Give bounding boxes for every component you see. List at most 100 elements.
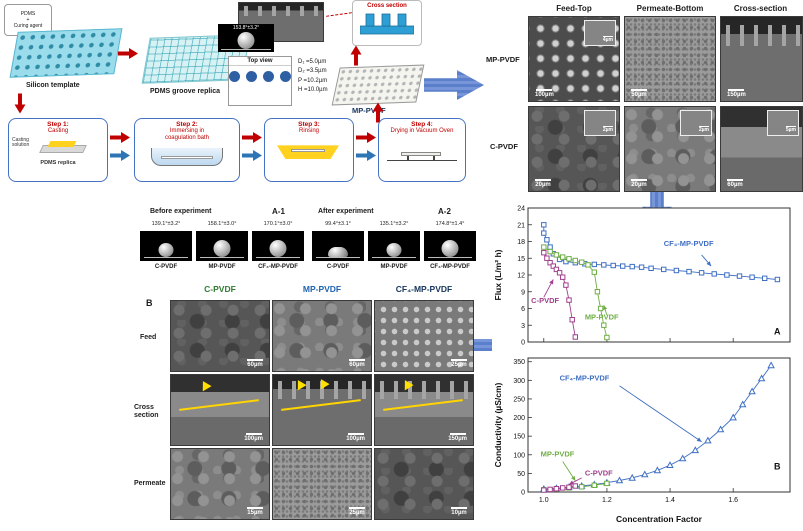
top-view-box: Top view: [228, 56, 292, 106]
svg-text:MP-PVDF: MP-PVDF: [541, 450, 575, 459]
svg-text:1.0: 1.0: [539, 497, 549, 504]
top-view-pillars-icon: [229, 66, 291, 82]
scale-bar: 150µm: [727, 92, 746, 98]
col-header-permeate-bottom: Permeate-Bottom: [636, 4, 704, 13]
step-1-box: Step 1: Casting Casting solution PDMS re…: [8, 118, 108, 182]
flow-arrow-right-icon: [424, 70, 484, 100]
step-1-title: Step 1:: [47, 121, 69, 128]
panel-a1-label: A-1: [272, 207, 285, 216]
sem-inset: 2µm: [584, 110, 616, 136]
contact-angle-value: 174.8°±1.4°: [435, 221, 465, 227]
mp-pvdf-membrane-image: [331, 64, 425, 106]
drying-illustration: [381, 137, 463, 167]
yellow-line-annotation: [179, 399, 260, 412]
contact-angle-value: 135.1°±3.2°: [379, 221, 409, 227]
svg-text:50: 50: [517, 471, 525, 478]
scale-bar: 60µm: [727, 182, 743, 188]
svg-text:Concentration Factor: Concentration Factor: [616, 514, 703, 524]
contact-angle-image: 153.8°±3.2°: [218, 24, 274, 52]
svg-text:B: B: [774, 462, 781, 472]
b-row-label-feed: Feed: [140, 334, 157, 341]
sample-label: CF₄-MP-PVDF: [430, 264, 470, 270]
b-permeate-mp-pvdf-image: 25µm: [272, 448, 372, 520]
b-col-header-cf4-mp-pvdf: CF₄-MP-PVDF: [395, 284, 453, 294]
svg-text:0: 0: [521, 490, 525, 497]
scale-bar: 100µm: [535, 92, 554, 98]
svg-text:12: 12: [517, 273, 525, 280]
rinsing-illustration: [267, 137, 351, 167]
contact-angle-value: 158.1°±3.0°: [207, 221, 237, 227]
dim-h: H =10.0µm: [298, 86, 328, 93]
contact-angle-value: 170.1°±3.0°: [263, 221, 293, 227]
step-arrow-blue-icon: [110, 150, 130, 161]
step-3-body: Rinsing: [298, 128, 319, 135]
svg-text:300: 300: [513, 378, 525, 385]
casting-solution-blob: [47, 141, 77, 148]
b-col-header-c-pvdf: C-PVDF: [204, 284, 236, 294]
scale-bar: 150µm: [448, 436, 467, 442]
scale-bar: 25µm: [349, 510, 365, 516]
casting-illustration: Casting solution PDMS replica: [11, 137, 105, 167]
down-arrow-icon: [15, 94, 26, 114]
sem-inset: 2µm: [680, 110, 712, 136]
svg-text:21: 21: [517, 222, 525, 229]
sem-mp-permeate-image: 50µm: [624, 16, 716, 102]
svg-text:Conductivity (µS/cm): Conductivity (µS/cm): [493, 382, 503, 467]
svg-text:350: 350: [513, 359, 525, 366]
dashed-arrow-icon: [326, 12, 352, 17]
svg-text:CF₄-MP-PVDF: CF₄-MP-PVDF: [560, 373, 610, 382]
mp-pvdf-membrane-label: MP-PVDF: [352, 106, 386, 115]
droplet-image: [424, 231, 476, 261]
svg-text:0: 0: [521, 340, 525, 347]
membrane-in-bath: [161, 156, 213, 160]
dried-membrane: [401, 152, 441, 157]
step-2-title: Step 2:: [176, 121, 198, 128]
pillar-dimensions: D₁ =5.0µm D₂ =3.5µm P =10.2µm H =10.0µm: [298, 58, 328, 95]
contact-angle-value: 153.8°±3.2°: [232, 25, 260, 31]
step-arrow-red-icon: [242, 132, 262, 143]
dim-d2: D₂ =3.5µm: [298, 68, 327, 75]
svg-text:9: 9: [521, 289, 525, 296]
step-3-title: Step 3:: [298, 121, 320, 128]
droplet-image: [196, 231, 248, 261]
scale-bar: 20µm: [631, 182, 647, 188]
casting-solution-label: Casting solution: [12, 137, 30, 149]
svg-text:250: 250: [513, 396, 525, 403]
scale-bar: 100µm: [346, 436, 365, 442]
b-feed-c-pvdf-image: 60µm: [170, 300, 270, 372]
svg-text:200: 200: [513, 415, 525, 422]
step-2-body: Immersing in coagulation bath: [164, 128, 210, 142]
yellow-line-annotation: [281, 399, 362, 412]
b-cross-c-pvdf-image: 100µm: [170, 374, 270, 446]
step-arrow-red-icon: [110, 132, 130, 143]
sample-label: C-PVDF: [154, 264, 178, 270]
yellow-arrow-icon: [198, 381, 212, 395]
inset-scale: 2µm: [698, 127, 709, 133]
svg-text:1.2: 1.2: [602, 497, 612, 504]
svg-text:Flux (L/m² h): Flux (L/m² h): [493, 249, 503, 300]
svg-text:100: 100: [513, 452, 525, 459]
row-label-mp-pvdf: MP-PVDF: [486, 55, 520, 64]
step-4-body: Drying in Vacuum Oven: [390, 128, 454, 135]
svg-text:18: 18: [517, 239, 525, 246]
b-permeate-c-pvdf-image: 15µm: [170, 448, 270, 520]
sem-c-permeate-image: 2µm 20µm: [624, 106, 716, 192]
step-arrow-blue-icon: [242, 150, 262, 161]
up-arrow-icon: [351, 46, 362, 66]
panel-a2-label: A-2: [438, 207, 451, 216]
scale-bar: 20µm: [535, 182, 551, 188]
panel-b-label: B: [146, 298, 153, 308]
step-4-box: Step 4: Drying in Vacuum Oven: [378, 118, 466, 182]
sem-mp-feed-image: 4µm 100µm: [528, 16, 620, 102]
groove-replica-label: PDMS groove replica: [150, 88, 221, 95]
b-row-label-permeate: Permeate: [134, 480, 166, 487]
svg-text:A: A: [774, 327, 781, 337]
droplet-baseline: [221, 49, 271, 50]
dim-d1: D₁ =5.0µm: [298, 59, 327, 65]
scale-bar: 100µm: [244, 436, 263, 442]
sample-label: MP-PVDF: [208, 264, 236, 270]
svg-text:15: 15: [517, 256, 525, 263]
svg-text:24: 24: [517, 206, 525, 213]
droplet-image: [312, 231, 364, 261]
